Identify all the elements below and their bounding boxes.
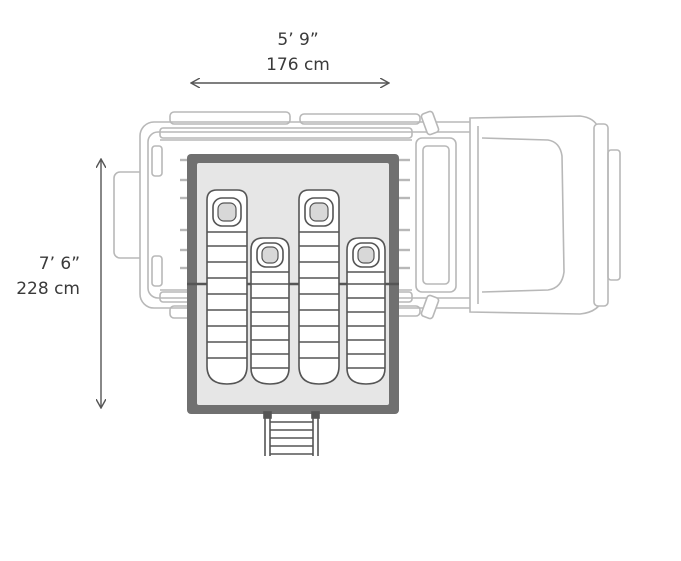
sleeping-bag-icon <box>298 189 340 385</box>
sleeping-bag-icon <box>206 189 248 385</box>
sleeping-bag-icon <box>250 237 290 385</box>
windshield <box>415 137 457 293</box>
length-metric-label: 228 cm <box>16 279 80 299</box>
width-metric-label: 176 cm <box>266 55 330 75</box>
sleeping-bag-icon <box>346 237 386 385</box>
length-dimension: 7’ 6” 228 cm <box>16 160 101 407</box>
width-dimension: 5’ 9” 176 cm <box>192 30 388 83</box>
sleeping-bags <box>206 189 386 385</box>
width-imperial-label: 5’ 9” <box>277 30 318 50</box>
length-imperial-label: 7’ 6” <box>39 254 80 274</box>
vehicle-hood <box>469 115 605 315</box>
ladder-icon <box>263 411 320 456</box>
